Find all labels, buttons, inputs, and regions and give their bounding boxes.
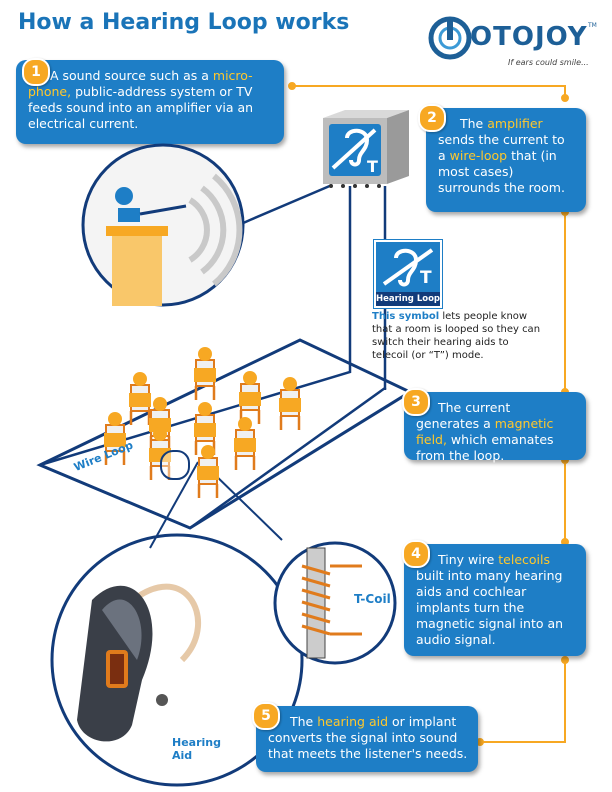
- symbol-label: Hearing Loop: [376, 292, 440, 306]
- step-2-callout: The amplifier sends the current to a wir…: [426, 108, 586, 212]
- symbol-description: This symbol lets people know that a room…: [372, 311, 541, 361]
- podium-illustration: [81, 143, 245, 307]
- page-title: How a Hearing Loop works: [18, 10, 350, 35]
- hearing-aid-illustration: [50, 533, 304, 787]
- zoom-line-1: [149, 461, 199, 549]
- step-3-badge: 3: [402, 388, 430, 416]
- step-5-badge: 5: [252, 702, 280, 730]
- step-2-badge: 2: [418, 104, 446, 132]
- step-2-text: The amplifier sends the current to a wir…: [438, 116, 565, 195]
- logo-tagline: If ears could smile...: [508, 58, 589, 67]
- hearing-aid-label-line2: Aid: [172, 749, 193, 762]
- step-3-text: The current generates a magnetic field, …: [416, 400, 554, 463]
- audience-chairs: [102, 345, 303, 500]
- amplifier-box: T: [323, 110, 409, 188]
- tcoil-label: T-Coil: [354, 592, 391, 606]
- hearing-aid-label-line1: Hearing: [172, 736, 221, 749]
- step-5-text: The hearing aid or implant converts the …: [268, 714, 468, 761]
- magnifier-ring: [160, 450, 190, 480]
- step-1-callout: A sound source such as a micro-phone, pu…: [16, 60, 284, 144]
- logo-trademark: TM: [588, 22, 597, 29]
- step-1-badge: 1: [22, 58, 50, 86]
- hearing-loop-symbol: T Hearing Loop: [374, 240, 442, 308]
- step-1-text: A sound source such as a micro-phone, pu…: [28, 68, 254, 131]
- ear-icon: [382, 248, 434, 287]
- step-4-callout: Tiny wire telecoils built into many hear…: [404, 544, 586, 656]
- step-5-callout: The hearing aid or implant converts the …: [256, 706, 478, 772]
- symbol-letter: T: [420, 268, 432, 288]
- step-3-callout: The current generates a magnetic field, …: [404, 392, 586, 463]
- tcoil-illustration: [273, 541, 397, 665]
- otojoy-logo-icon: [428, 16, 472, 60]
- svg-text:T: T: [367, 157, 378, 176]
- step-4-badge: 4: [402, 540, 430, 568]
- zoom-line-2: [209, 469, 283, 541]
- logo-wordmark: OTOJOY: [470, 22, 588, 52]
- step-4-text: Tiny wire telecoils built into many hear…: [416, 552, 564, 647]
